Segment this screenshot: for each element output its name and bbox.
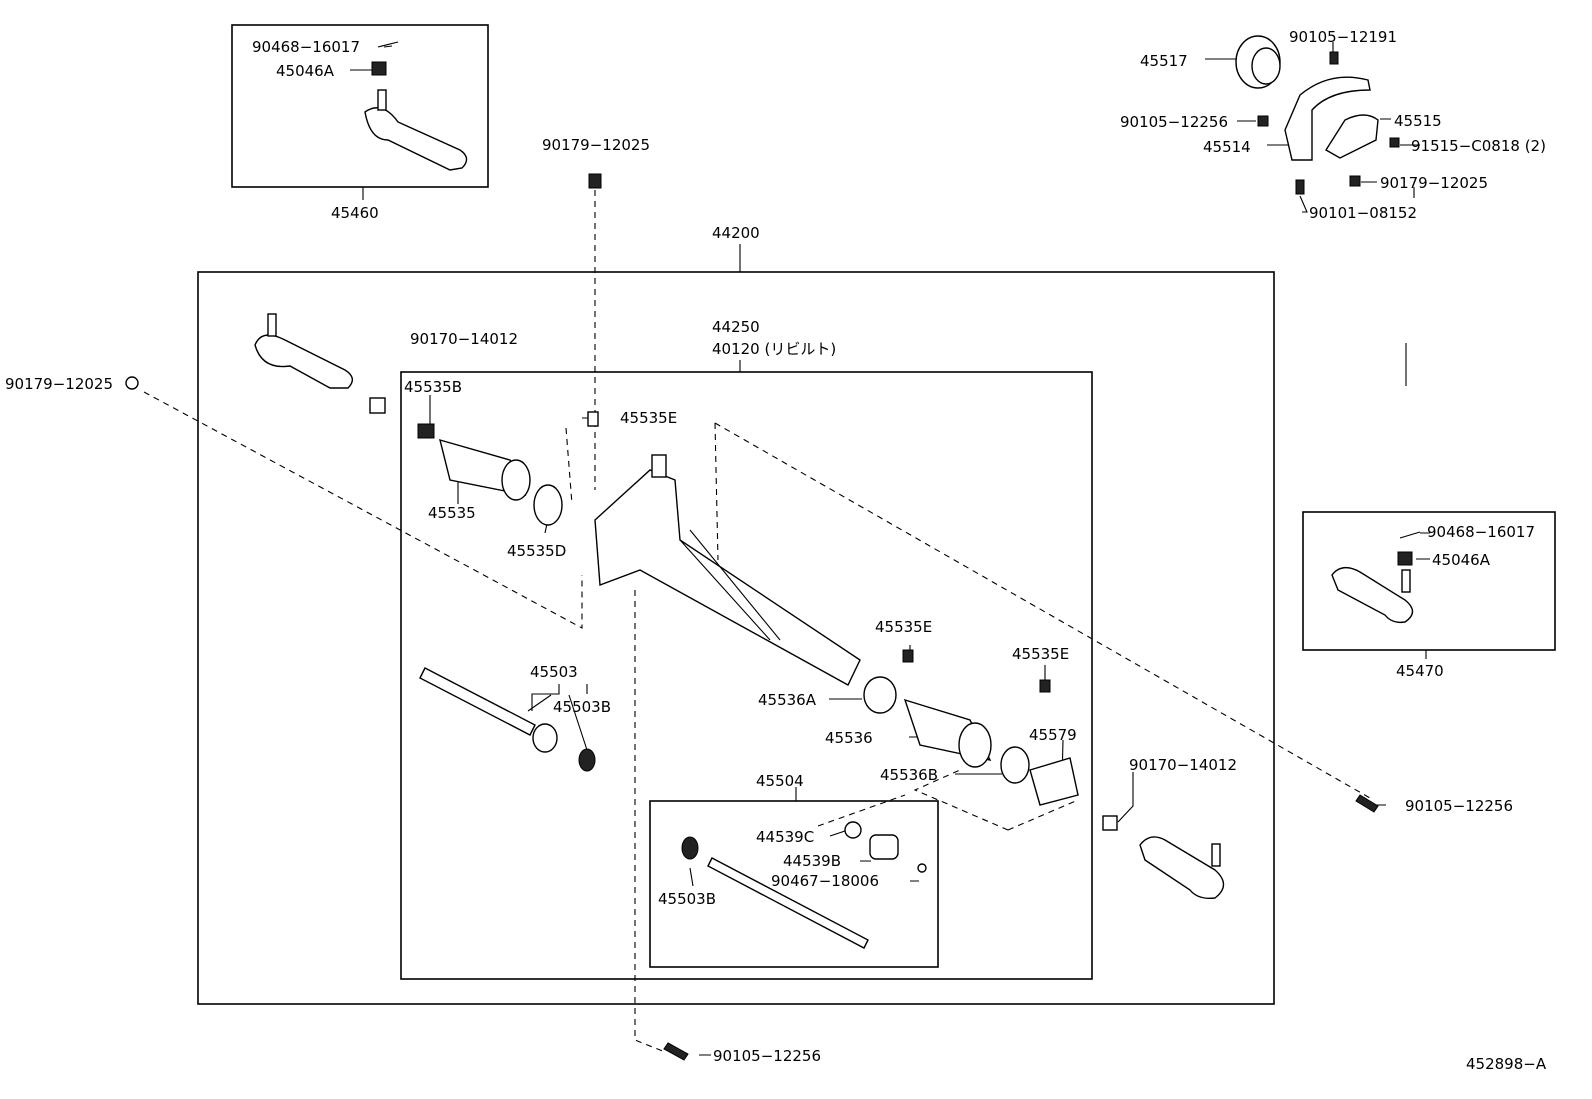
label: 45503B <box>553 698 611 716</box>
label: 90179−12025 <box>542 136 650 154</box>
label: 90170−14012 <box>410 330 518 348</box>
label: 45535D <box>507 542 566 560</box>
label: 44250 <box>712 318 760 336</box>
label: 45536 <box>825 729 873 747</box>
nut-90179-top <box>588 173 602 189</box>
label: 45535B <box>404 378 462 396</box>
label: 40120 (リビルト) <box>712 340 836 358</box>
inner-tie-rod-45503 <box>419 667 596 772</box>
label: 90101−08152 <box>1309 204 1417 222</box>
part-number-labels: 90468−16017 45046A 45460 90179−12025 442… <box>5 28 1547 1073</box>
tie-rod-end-45460 <box>364 41 468 171</box>
label: 45535E <box>875 618 932 636</box>
label: 90467−18006 <box>771 872 879 890</box>
label: 44200 <box>712 224 760 242</box>
boot-left-45535 <box>417 423 563 526</box>
parts-illustration <box>125 35 1421 1061</box>
label: 45515 <box>1394 112 1442 130</box>
label: 45536A <box>758 691 817 709</box>
label: 91515−C0818 (2) <box>1411 137 1546 155</box>
label: 90105−12256 <box>1405 797 1513 815</box>
label: 45460 <box>331 204 379 222</box>
label: 90170−14012 <box>1129 756 1237 774</box>
label: 90105−12256 <box>1120 113 1228 131</box>
label: 90468−16017 <box>252 38 360 56</box>
rack-housing-44250 <box>587 411 861 686</box>
label: 45046A <box>276 62 335 80</box>
label: 90179−12025 <box>5 375 113 393</box>
label: 45503B <box>658 890 716 908</box>
diagram-boxes <box>197 24 1556 1005</box>
label: 45517 <box>1140 52 1188 70</box>
label: 90468−16017 <box>1427 523 1535 541</box>
label: 45046A <box>1432 551 1491 569</box>
label: 45579 <box>1029 726 1077 744</box>
label: 45503 <box>530 663 578 681</box>
bracket-group-45514 <box>1235 35 1400 195</box>
bolt-90105-right <box>1355 794 1379 813</box>
label: 90105−12256 <box>713 1047 821 1065</box>
label: 44539B <box>783 852 841 870</box>
tie-rod-end-left <box>125 313 386 414</box>
label: 45470 <box>1396 662 1444 680</box>
bolt-90105-bottom <box>663 1042 689 1061</box>
dashed-assembly-lines <box>143 190 1371 1053</box>
label: 45514 <box>1203 138 1251 156</box>
tie-rod-end-45470 <box>1331 531 1421 624</box>
sub-assembly-45504 <box>681 821 927 949</box>
tie-rod-end-right <box>1102 815 1225 900</box>
label: 45535E <box>620 409 677 427</box>
label: 44539C <box>756 828 814 846</box>
label: 45535 <box>428 504 476 522</box>
label: 90179−12025 <box>1380 174 1488 192</box>
label: 45536B <box>880 766 938 784</box>
label: 45504 <box>756 772 804 790</box>
boot-right-45536 <box>863 649 1079 806</box>
label: 452898−A <box>1466 1055 1547 1073</box>
label: 90105−12191 <box>1289 28 1397 46</box>
label: 45535E <box>1012 645 1069 663</box>
